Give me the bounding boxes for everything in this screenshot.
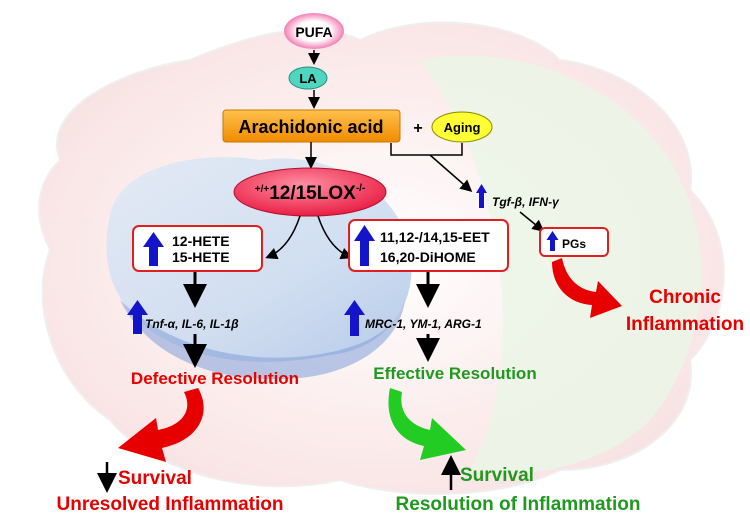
hete-line1: 12-HETE xyxy=(172,233,230,249)
la-node xyxy=(288,66,328,90)
arrow-tgf-pgs xyxy=(519,211,545,232)
arachidonic-acid-label: Arachidonic acid xyxy=(238,117,383,137)
cytokines-label: Tnf-α, IL-6, IL-1β xyxy=(145,317,239,331)
pgs-up-arrow-shaft xyxy=(550,239,555,251)
tgf-up-arrow-icon xyxy=(476,184,487,193)
markers-up-arrow-shaft xyxy=(350,314,359,336)
effective-outcome-arrow xyxy=(388,388,466,460)
pgs-up-arrow-icon xyxy=(546,231,559,240)
lox-prefix: +/+ xyxy=(255,184,270,195)
arrow-lox-hete xyxy=(265,215,301,260)
lox-suffix: -/- xyxy=(356,183,365,194)
aging-node xyxy=(431,111,493,143)
lox-label: +/+12/15LOX-/- xyxy=(255,183,366,204)
eet-line2: 16,20-DiHOME xyxy=(380,249,476,265)
lox-main: 12/15LOX xyxy=(269,183,356,204)
hete-box xyxy=(132,225,263,272)
eet-up-arrow-shaft xyxy=(360,240,369,266)
lox-node xyxy=(233,167,387,217)
aging-label: Aging xyxy=(444,120,481,135)
chronic-arrow xyxy=(552,258,622,318)
cytokines-up-arrow-icon xyxy=(127,300,148,315)
unresolved-inflammation-label: Unresolved Inflammation xyxy=(57,494,284,515)
tgf-label: Tgf-β, IFN-γ xyxy=(492,195,560,209)
aging-bracket xyxy=(390,143,463,156)
hete-up-arrow-shaft xyxy=(149,246,158,266)
plus-sign: + xyxy=(413,120,422,137)
eet-line1: 11,12-/14,15-EET xyxy=(380,229,490,245)
pufa-glow xyxy=(284,13,344,49)
markers-up-arrow-icon xyxy=(344,300,365,315)
arrow-bracket-tgf xyxy=(429,154,473,192)
arrow-lox-eet xyxy=(317,215,353,260)
hete-line2: 15-HETE xyxy=(172,249,230,265)
pgs-box xyxy=(539,227,609,257)
eet-up-arrow-icon xyxy=(354,225,375,241)
markers-label: MRC-1, YM-1, ARG-1 xyxy=(365,317,482,331)
chronic-line2: Inflammation xyxy=(626,314,744,335)
hete-up-arrow-icon xyxy=(143,232,164,247)
tgf-up-arrow-shaft xyxy=(479,192,484,208)
eet-box xyxy=(348,219,509,272)
effective-resolution-label: Effective Resolution xyxy=(373,364,536,383)
pufa-label: PUFA xyxy=(295,24,332,40)
right-survival-label: Survival xyxy=(460,465,534,486)
chronic-line1: Chronic xyxy=(649,287,721,308)
la-label: LA xyxy=(299,71,317,86)
cytokines-up-arrow-shaft xyxy=(133,314,142,334)
defective-resolution-label: Defective Resolution xyxy=(131,369,299,388)
left-survival-label: Survival xyxy=(118,468,192,489)
defective-outcome-arrow xyxy=(118,388,204,462)
pgs-label: PGs xyxy=(562,237,586,251)
resolution-of-inflammation-label: Resolution of Inflammation xyxy=(396,494,641,515)
